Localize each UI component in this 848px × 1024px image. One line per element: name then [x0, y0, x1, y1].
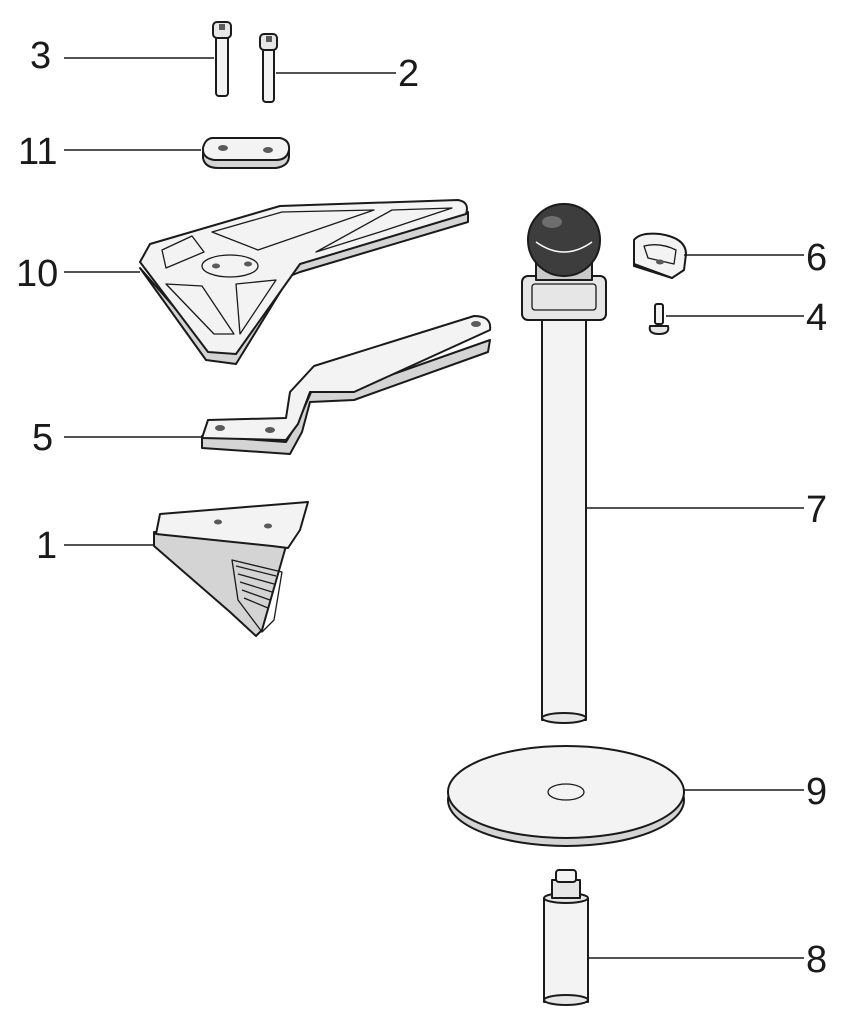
part-7-tube-with-ball: [521, 203, 607, 724]
part-5-offset-arm: [201, 315, 492, 455]
label-5: 5: [32, 417, 53, 459]
label-7: 7: [806, 489, 827, 531]
part-11-plate: [201, 137, 291, 169]
part-4-countersunk-screw: [648, 303, 670, 335]
part-1-clamp-jaw: [153, 501, 309, 637]
part-9-base-disc: [447, 745, 685, 847]
label-6: 6: [806, 237, 827, 279]
label-8: 8: [806, 939, 827, 981]
label-3: 3: [30, 35, 51, 77]
label-10: 10: [16, 253, 58, 295]
label-1: 1: [36, 525, 57, 567]
part-3-cap-screw: [212, 21, 232, 97]
part-8-spindle: [543, 869, 589, 1006]
part-10-triangular-frame: [139, 199, 469, 365]
label-11: 11: [18, 131, 57, 173]
label-2: 2: [398, 53, 419, 95]
label-9: 9: [806, 771, 827, 813]
part-6-clip: [633, 232, 687, 279]
part-2-cap-screw: [259, 33, 278, 103]
label-4: 4: [806, 297, 827, 339]
